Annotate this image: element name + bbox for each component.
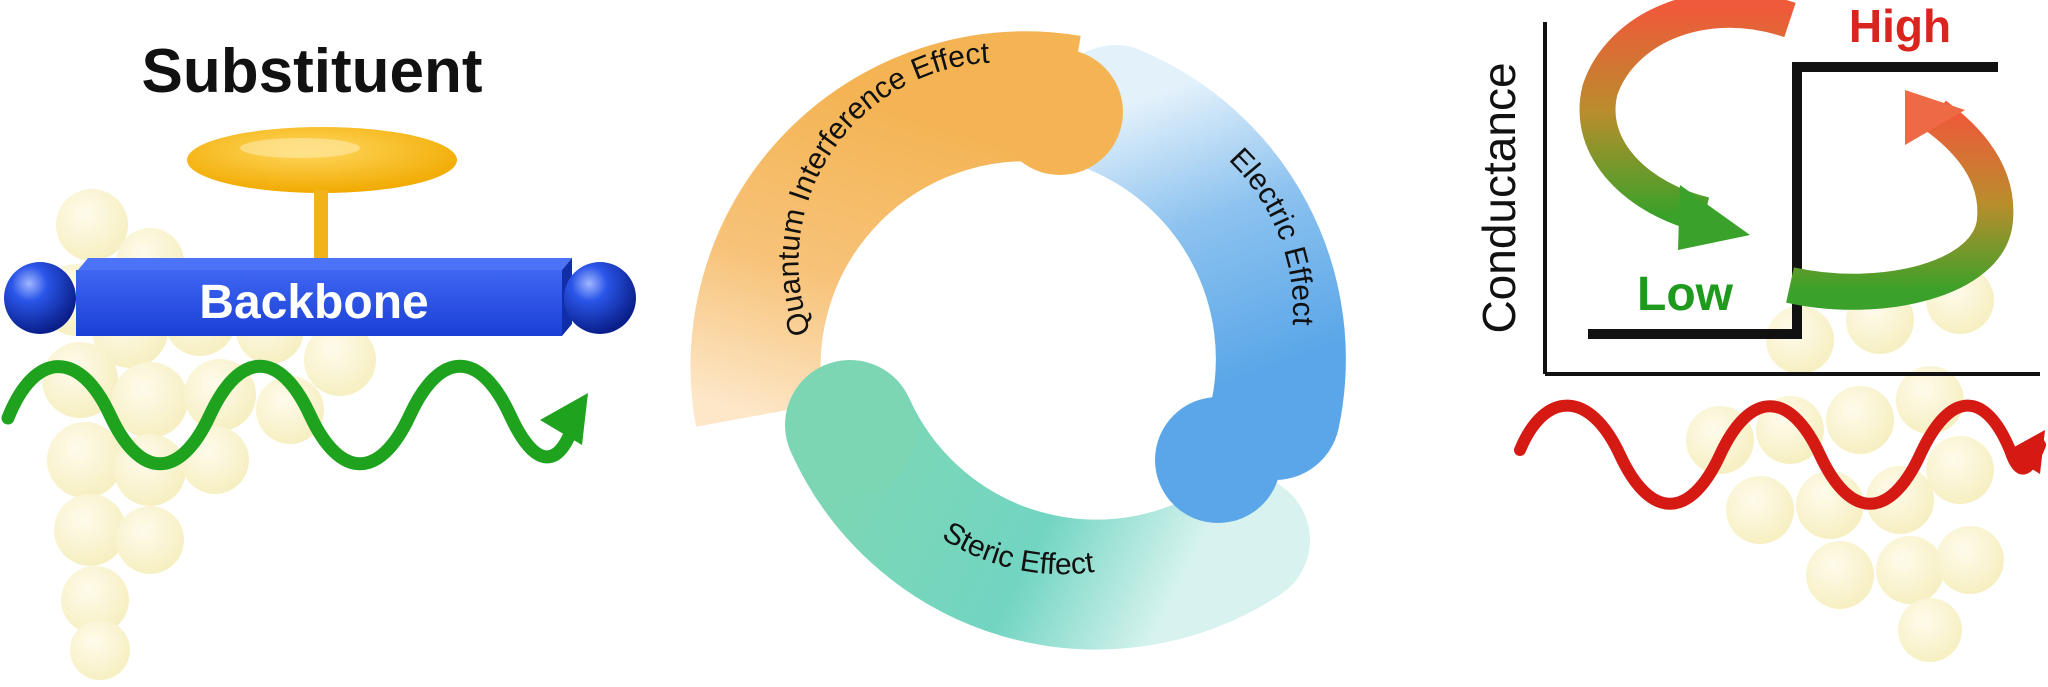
- right-terminal-ball: [564, 262, 636, 334]
- quantum-arc-cap: [997, 49, 1123, 175]
- green-arrowhead-icon: [540, 393, 588, 445]
- substituent-highlight: [240, 138, 360, 158]
- effect-cycle: Quantum Interference Effect Electric Eff…: [690, 31, 1346, 650]
- low-label: Low: [1637, 268, 1734, 321]
- gold-atom-cluster-right: [1686, 266, 2004, 662]
- conductance-axis-label: Conductance: [1473, 62, 1525, 333]
- backbone-bar: [76, 258, 572, 336]
- substituent-linker: [314, 190, 328, 265]
- backbone-label: Backbone: [199, 276, 428, 329]
- high-to-low-arrow-icon: [1579, 0, 1796, 233]
- electric-effect-arc: [1050, 45, 1346, 480]
- conductance-step-line: [1588, 62, 1998, 339]
- high-to-low-arrowhead-icon: [1678, 185, 1750, 250]
- low-to-high-arrowhead-icon: [1905, 90, 1965, 145]
- steric-arc-cap: [789, 369, 915, 495]
- low-to-high-arrow-icon: [1786, 100, 2014, 310]
- substituent-disk: [187, 127, 457, 193]
- left-terminal-ball: [4, 262, 76, 334]
- red-wave-arrow: [1514, 399, 2046, 510]
- quantum-interference-arc: [690, 31, 1081, 427]
- green-wave-arrow: [1, 359, 582, 471]
- red-arrowhead-icon: [2005, 430, 2045, 474]
- electric-arc-cap: [1155, 397, 1281, 523]
- substituent-label: Substituent: [142, 37, 483, 106]
- high-label: High: [1849, 0, 1951, 52]
